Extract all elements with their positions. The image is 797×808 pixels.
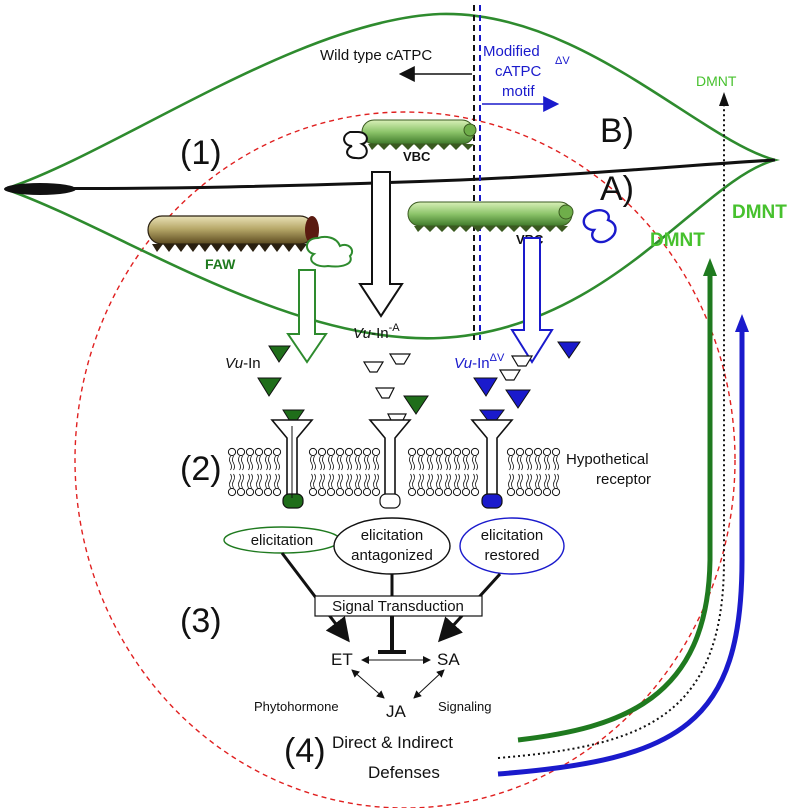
- dmnt-blue-arrowhead: [735, 314, 749, 332]
- sa-ja-crosstalk-arrow: [413, 669, 445, 699]
- outcome-restored-line2: restored: [484, 547, 539, 564]
- vbc-signal-arrow: [358, 171, 404, 318]
- membrane-bilayer: [227, 447, 561, 497]
- outcome-restored-ellipse: [459, 517, 565, 575]
- receptor-blue: [470, 419, 514, 509]
- peptide-blue-4: [479, 409, 505, 427]
- modified-label: Modified: [483, 43, 540, 60]
- leaf-fragment-green-icon: [306, 236, 354, 268]
- phytohormone-label: Phytohormone: [254, 699, 339, 714]
- et-ja-crosstalk-arrow: [351, 669, 385, 699]
- step-4-label: (4): [284, 732, 326, 770]
- outcome-antagonized-line1: elicitation: [361, 527, 424, 544]
- et-label: ET: [331, 650, 353, 669]
- vbc-top-caterpillar-icon: [361, 119, 477, 150]
- peptide-mid-label: Vu-In-A: [353, 322, 400, 342]
- faw-label: FAW: [205, 256, 236, 272]
- vbc-top-label: VBC: [403, 149, 431, 164]
- peptide-green-1: [268, 345, 291, 363]
- step-3-label: (3): [180, 602, 222, 640]
- defenses-line2: Defenses: [368, 763, 440, 782]
- step-1-label: (1): [180, 134, 222, 172]
- peptide-green-mid: [403, 395, 429, 415]
- side-b-label: B): [600, 112, 634, 150]
- receptor-white: [368, 419, 412, 509]
- receptor-label-line1: Hypothetical: [566, 451, 649, 468]
- peptide-white-3: [374, 387, 395, 399]
- vbc-modified-signal-arrow: [510, 237, 554, 364]
- step-2-label: (2): [180, 450, 222, 488]
- peptide-blue-2: [505, 389, 531, 409]
- defenses-line1: Direct & Indirect: [332, 733, 453, 752]
- dmnt-dotted-arrowhead: [719, 92, 729, 106]
- peptide-white-6: [498, 369, 522, 381]
- cell-boundary-ellipse: [74, 111, 736, 808]
- faw-signal-arrow: [286, 269, 328, 364]
- outcome-antagonized-line2: antagonized: [351, 547, 433, 564]
- dmnt-green-curve: [517, 268, 713, 743]
- signaling-label: Signaling: [438, 699, 492, 714]
- side-a-label: A): [600, 170, 634, 208]
- sa-label: SA: [437, 650, 460, 669]
- peptide-blue-1: [473, 377, 498, 397]
- leaf-fragment-blue-icon: [582, 209, 617, 244]
- outcome-elicitation-label: elicitation: [251, 532, 314, 549]
- signal-transduction-label: Signal Transduction: [332, 598, 464, 615]
- peptide-right-label: Vu-InΔV: [454, 352, 505, 372]
- modified-catpc-label: cATPC: [495, 63, 542, 80]
- peptide-green-3: [282, 409, 305, 427]
- wildtype-label: Wild type cATPC: [320, 47, 432, 64]
- dmnt-right-label: DMNT: [732, 202, 787, 223]
- peptide-green-2: [257, 377, 282, 397]
- signal-transduction-box: [314, 595, 483, 617]
- peptide-blue-3: [557, 341, 581, 359]
- leaf-midrib: [9, 158, 776, 191]
- vbc-right-caterpillar-icon: [407, 201, 574, 232]
- peptide-white-2: [388, 353, 412, 365]
- ja-label: JA: [386, 702, 407, 721]
- leaf-petiole: [4, 183, 76, 195]
- peptide-triangles: [257, 341, 581, 427]
- peptide-left-label: Vu-In: [225, 355, 261, 372]
- outcome-restored-line1: elicitation: [481, 527, 544, 544]
- dmnt-top-label: DMNT: [696, 73, 737, 89]
- faw-caterpillar-icon: [147, 215, 319, 252]
- dmnt-blue-curve: [497, 326, 745, 777]
- receptor-label-line2: receptor: [596, 471, 651, 488]
- peptide-white-5: [510, 355, 534, 367]
- modified-motif-label: motif: [502, 83, 535, 100]
- dmnt-dotted-curve: [497, 104, 725, 759]
- peptide-white-1: [362, 361, 385, 373]
- dmnt-mid-label: DMNT: [650, 230, 705, 251]
- dmnt-green-arrowhead: [703, 258, 717, 276]
- leaf-fragment-white-icon: [343, 131, 368, 160]
- modified-delta: ΔV: [555, 55, 570, 67]
